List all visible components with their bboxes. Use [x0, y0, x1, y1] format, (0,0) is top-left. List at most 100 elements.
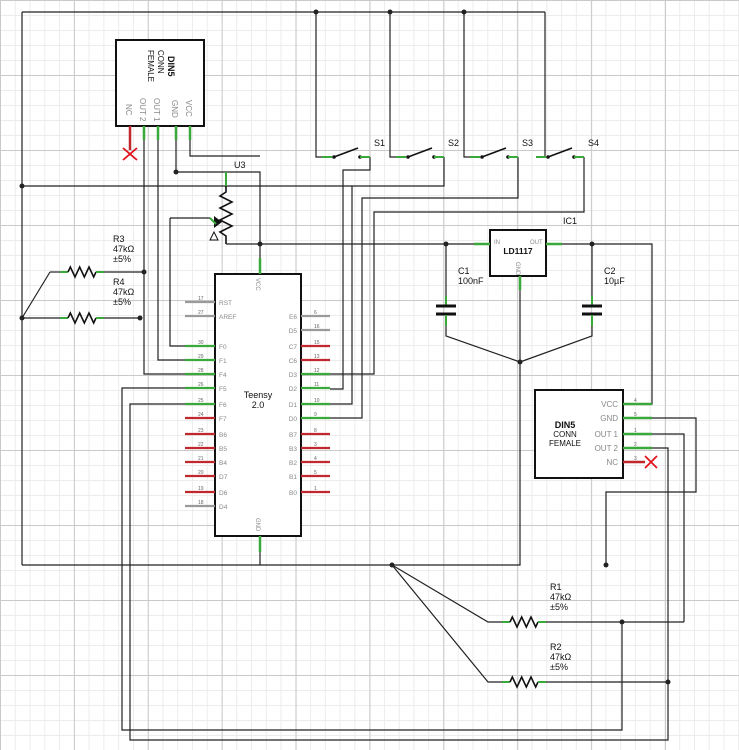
teensy-pin-label-d3: D3 [289, 372, 298, 379]
din5-right[interactable]: DIN5 CONN FEMALE VCC GND OUT 1 OUT 2 NC … [534, 389, 658, 479]
din5-right-pin-numbers: 4 5 1 2 3 [634, 398, 637, 462]
wire-reg-out [546, 243, 653, 405]
regulator-gnd-label: GND [514, 262, 520, 276]
teensy-pin-number: 1 [314, 486, 317, 492]
wire-s1-out [330, 157, 371, 390]
pot-ref: U3 [234, 160, 246, 170]
teensy-pin-label-b1: B1 [289, 474, 297, 481]
teensy-pin-number: 19 [198, 486, 204, 492]
resistor-value: 47kΩ [550, 652, 572, 662]
switch-group: S1 S2 S3 S4 [322, 138, 599, 159]
wire-din-out1 [157, 126, 200, 361]
junction [461, 9, 467, 15]
junction [19, 315, 25, 321]
teensy-pin-number: 30 [198, 340, 204, 346]
wire-s3-feed [463, 12, 470, 158]
resistor-ref: R2 [550, 642, 562, 652]
wire-s4-out [330, 157, 585, 375]
pot-wiper-arrow-icon [214, 216, 222, 228]
din5-right-pin-out1: OUT 1 [595, 430, 619, 439]
switch-s4[interactable]: S4 [536, 138, 599, 159]
teensy-board[interactable]: Teensy 2.0 VCC GND RST17AREF27F030F129F4… [185, 258, 330, 552]
nc-x-icon [122, 147, 138, 161]
teensy-pin-number: 21 [198, 456, 204, 462]
nc-x-icon [644, 455, 658, 469]
resistor-zigzag [509, 615, 539, 629]
wire-c1-bot [445, 316, 521, 363]
regulator-in-label: IN [494, 240, 500, 246]
din5-top-pin-gnd: GND [170, 100, 179, 118]
din5-top[interactable]: DIN5 CONN FEMALE NC OUT 2 OUT 1 GND VCC [115, 39, 205, 161]
teensy-pin-number: 22 [198, 442, 204, 448]
teensy-pin-number: 13 [314, 354, 320, 360]
teensy-vcc-label: VCC [254, 278, 260, 291]
teensy-pin-number: 26 [198, 382, 204, 388]
teensy-pin-number: 20 [198, 470, 204, 476]
teensy-pin-label-b7: B7 [289, 432, 297, 439]
switch-blade [333, 147, 359, 158]
resistor-tolerance: ±5% [550, 662, 568, 672]
switch-s1[interactable]: S1 [322, 138, 385, 159]
regulator-ic1[interactable]: IC1 LD1117 IN OUT GND [474, 216, 577, 290]
wire-s3-out [330, 157, 519, 419]
din5-right-line2: CONN [553, 430, 577, 439]
switch-blade [547, 147, 573, 158]
wire-fan-r2 [391, 564, 502, 683]
teensy-pin-label-aref: AREF [219, 314, 236, 321]
teensy-name: Teensy [244, 390, 273, 400]
junction [313, 9, 319, 15]
din5-right-pin-vcc: VCC [601, 400, 618, 409]
teensy-pin-label-f5: F5 [219, 386, 227, 393]
potentiometer-u3[interactable]: U3 [209, 160, 260, 245]
switch-blade [481, 147, 507, 158]
resistor-tolerance: ±5% [113, 297, 131, 307]
teensy-pin-label-b5: B5 [219, 446, 227, 453]
wire-fan-r1 [391, 564, 502, 623]
switch-label: S1 [374, 138, 385, 148]
wire-din-gnd [175, 126, 261, 280]
resistor-value: 47kΩ [113, 287, 135, 297]
din5-top-line2: CONN [156, 50, 165, 74]
din5-top-title: DIN5 [166, 56, 176, 77]
capacitor-c1[interactable]: C1 100nF [436, 266, 484, 326]
teensy-pin-label-rst: RST [219, 300, 232, 307]
din5-right-pin-gnd: GND [600, 414, 618, 423]
teensy-pin-label-f1: F1 [219, 358, 227, 365]
switch-label: S4 [588, 138, 599, 148]
din5-top-pin-vcc: VCC [184, 100, 193, 117]
teensy-pin-number: 5 [314, 470, 317, 476]
regulator-out-label: OUT [530, 240, 543, 246]
teensy-pin-number: 15 [314, 340, 320, 346]
teensy-pin-label-b0: B0 [289, 490, 297, 497]
teensy-pin-label-d7: D7 [219, 474, 228, 481]
resistor-ref: R4 [113, 277, 125, 287]
pot-wiper-lead [209, 217, 217, 225]
junction [19, 183, 25, 189]
switch-s2[interactable]: S2 [396, 138, 459, 159]
capacitor-c2[interactable]: C2 10µF [582, 266, 625, 326]
c2-value: 10µF [604, 276, 625, 286]
teensy-pin-number: 23 [198, 428, 204, 434]
din5-right-pin-num: 1 [634, 428, 637, 434]
teensy-pin-number: 24 [198, 412, 204, 418]
teensy-version: 2.0 [252, 400, 265, 410]
wire-din-out2 [143, 126, 200, 375]
junction [619, 619, 625, 625]
din5-right-line3: FEMALE [549, 439, 581, 448]
resistor-value: 47kΩ [550, 592, 572, 602]
wire-s1-feed [315, 12, 322, 158]
teensy-pin-label-f4: F4 [219, 372, 227, 379]
junction [389, 562, 395, 568]
teensy-pin-label-b2: B2 [289, 460, 297, 467]
din5-top-line3: FEMALE [146, 50, 155, 82]
din5-top-pin-nc: NC [124, 104, 133, 116]
teensy-pin-number: 9 [314, 412, 317, 418]
teensy-pin-label-d4: D4 [219, 504, 228, 511]
c2-ref: C2 [604, 266, 616, 276]
switch-s3[interactable]: S3 [470, 138, 533, 159]
